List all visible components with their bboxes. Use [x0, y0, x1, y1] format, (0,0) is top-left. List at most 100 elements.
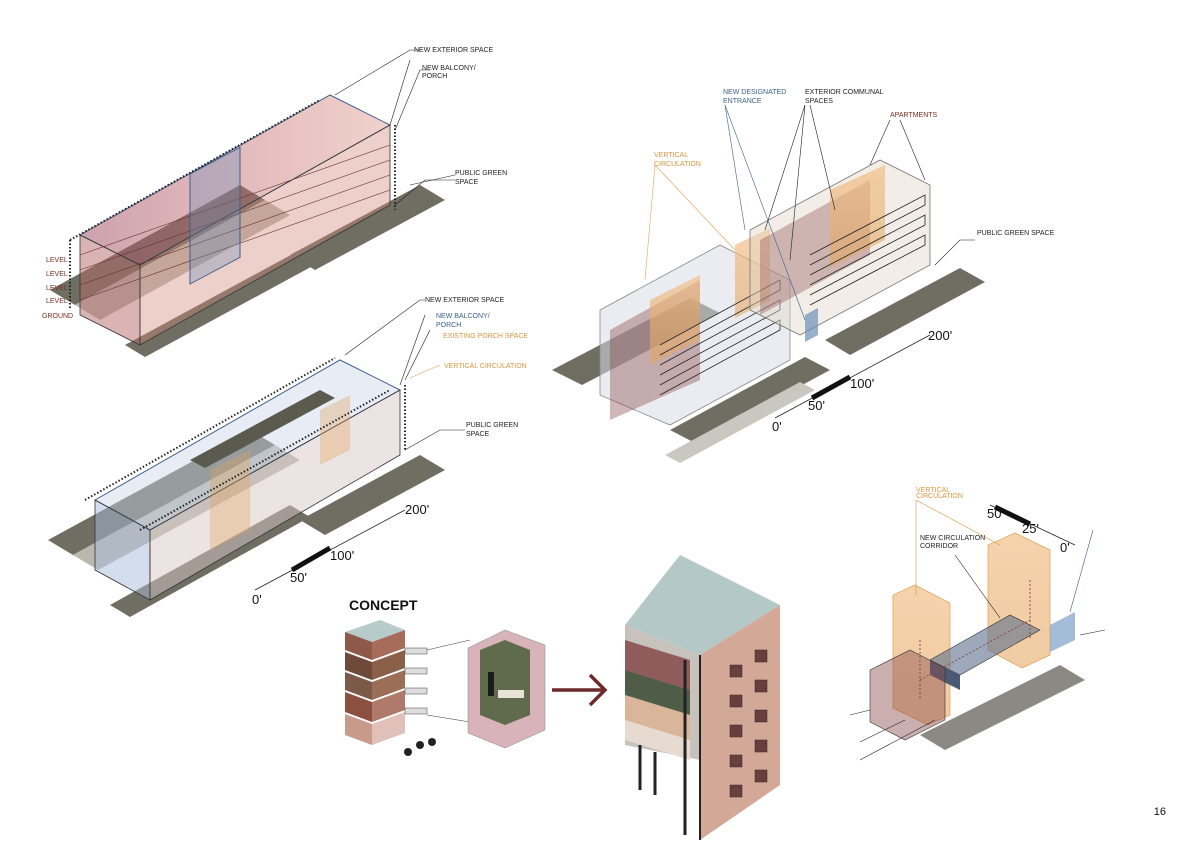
scale-label-50: 50' [290, 570, 307, 585]
concept-inset-room [480, 640, 530, 725]
label-new-balcony: NEW BALCONY/ [422, 65, 476, 72]
label-new-balcony: NEW BALCONY/ [436, 313, 490, 320]
blue-frame [189, 146, 241, 285]
diagram-2-massing: NEW EXTERIOR SPACE NEW BALCONY/ PORCH EX… [48, 297, 528, 617]
floor-line [79, 189, 391, 301]
callout-line [426, 639, 471, 651]
floor-line [79, 144, 391, 256]
label-corridor: CORRIDOR [920, 543, 958, 550]
diagram-1-massing: NEW EXTERIOR SPACE NEW BALCONY/ PORCH PU… [42, 47, 507, 357]
building-face [149, 389, 401, 601]
label-level: LEVEL [46, 298, 68, 305]
scale-segment [290, 545, 332, 573]
scale-label-200: 200' [928, 328, 952, 343]
dotted-edge [84, 357, 336, 501]
concept-inset-counter [498, 690, 524, 698]
circulation-volume [320, 395, 350, 465]
entrance-volume [805, 308, 818, 342]
label-new-circulation: NEW CIRCULATION [920, 535, 985, 542]
label-spaces: SPACES [805, 98, 833, 105]
scale-label-0: 0' [252, 592, 262, 607]
render-windows [729, 649, 768, 798]
concept-layer [372, 650, 405, 680]
label-level: LEVEL [46, 271, 68, 278]
label-new-exterior-space: NEW EXTERIOR SPACE [414, 47, 494, 54]
scale-label-200: 200' [405, 502, 429, 517]
apartment-volume [869, 649, 946, 741]
render-layer [625, 640, 690, 690]
diagram-3-massing: NEW DESIGNATED ENTRANCE EXTERIOR COMMUNA… [552, 89, 1055, 463]
concept-furniture [404, 738, 436, 756]
render-layer [625, 695, 690, 740]
circulation-volume [650, 275, 700, 365]
label-porch: PORCH [422, 73, 447, 80]
label-existing-porch: EXISTING PORCH SPACE [443, 333, 528, 340]
label-level: LEVEL [46, 257, 68, 264]
ground-strip [920, 665, 1085, 750]
label-new-exterior-space: NEW EXTERIOR SPACE [425, 297, 505, 304]
circulation-volume [210, 450, 250, 550]
page-number: 16 [1153, 806, 1166, 818]
concept-arrow [552, 673, 608, 707]
leader-lines-blue [724, 104, 806, 321]
concept-layer [345, 672, 372, 700]
leader-lines [849, 554, 1106, 761]
dark-roof [190, 390, 335, 468]
render-layer [625, 720, 690, 760]
leader-lines [334, 49, 456, 206]
label-circulation: CIRCULATION [654, 161, 701, 168]
building-render [625, 555, 780, 840]
circulation-volume [892, 584, 951, 726]
concept-layer [345, 652, 372, 680]
label-space: SPACE [455, 179, 479, 186]
scale-label-50: 50' [808, 398, 825, 413]
ground-strip [665, 382, 815, 463]
leader-lines [764, 104, 975, 266]
ground-strip [300, 455, 445, 535]
label-level: LEVEL [46, 285, 68, 292]
concept-inset-figure [488, 672, 494, 696]
concept-roof [345, 620, 405, 642]
dotted-edge [69, 99, 321, 241]
concept-title: CONCEPT [349, 597, 418, 613]
label-public-green-space: PUBLIC GREEN SPACE [977, 230, 1055, 237]
circulation-arrows [919, 580, 1031, 700]
concept-layer [345, 692, 372, 722]
ground-strip [290, 185, 445, 270]
ground-strip [670, 357, 830, 443]
floor-line [79, 159, 391, 271]
scale-bar: 50' 25' 0' [987, 504, 1076, 555]
label-circulation: CIRCULATION [916, 493, 963, 500]
leader-lines-orange [644, 164, 736, 281]
callout-line [426, 714, 471, 723]
building-face [139, 124, 391, 346]
scale-bar: 0' 50' 100' 200' [772, 328, 952, 434]
leader-orange [409, 364, 441, 379]
scale-segment [993, 504, 1032, 527]
concept-balconies [404, 647, 428, 715]
label-ground: GROUND [42, 313, 73, 320]
floor-plates [809, 194, 926, 306]
diagram-4-detail: VERTICAL CIRCULATION NEW CIRCULATION COR… [849, 487, 1106, 761]
leader-orange [915, 499, 1001, 546]
concept-diagram: CONCEPT [345, 597, 608, 756]
scale-label-100: 100' [850, 376, 874, 391]
ground-strip [125, 250, 320, 357]
label-new-designated: NEW DESIGNATED [723, 89, 786, 96]
render-layer [625, 670, 690, 715]
leader-lines [344, 299, 465, 451]
label-vertical-circulation: VERTICAL CIRCULATION [444, 363, 527, 370]
circulation-volume [735, 228, 770, 318]
render-roof [625, 555, 780, 655]
dotted-edge [139, 389, 391, 531]
scale-label-100: 100' [330, 548, 354, 563]
label-public-green: PUBLIC GREEN [455, 170, 507, 177]
scale-label-50: 50' [987, 506, 1004, 521]
floor-line [79, 174, 391, 286]
render-columns [638, 660, 687, 835]
label-apartments: APARTMENTS [890, 112, 938, 119]
circulation-volume [830, 165, 885, 268]
concept-layer [372, 670, 405, 700]
scale-segment [810, 374, 852, 401]
